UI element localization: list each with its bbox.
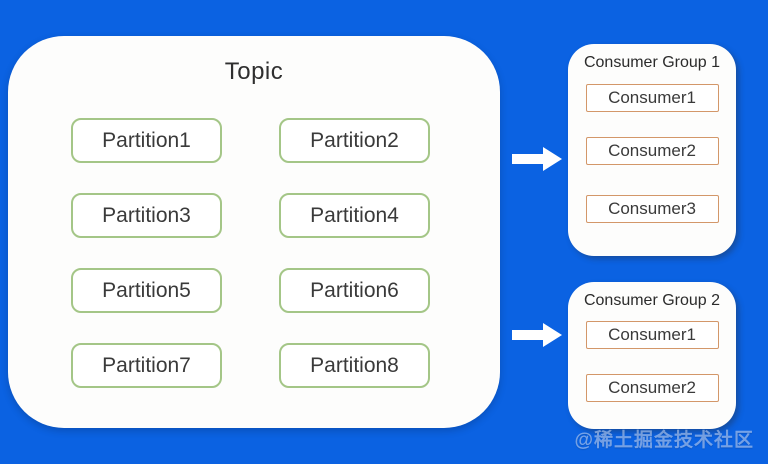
consumer-box: Consumer1 <box>585 84 719 112</box>
arrow-right-icon <box>512 147 562 171</box>
arrow-right-icon <box>512 323 562 347</box>
partition-box-3: Partition3 <box>71 193 222 238</box>
partition-box-8: Partition8 <box>279 343 430 388</box>
consumer-group-1-panel: Consumer Group 1 Consumer1 Consumer2 Con… <box>568 44 736 256</box>
partition-grid: Partition1 Partition2 Partition3 Partiti… <box>71 118 430 388</box>
partition-box-1: Partition1 <box>71 118 222 163</box>
topic-panel: Topic Partition1 Partition2 Partition3 P… <box>8 36 500 428</box>
partition-box-5: Partition5 <box>71 268 222 313</box>
consumer-group-1-title: Consumer Group 1 <box>583 54 721 71</box>
partition-box-2: Partition2 <box>279 118 430 163</box>
partition-box-4: Partition4 <box>279 193 430 238</box>
consumer-box: Consumer1 <box>585 321 719 349</box>
consumer-group-2-title: Consumer Group 2 <box>583 292 721 309</box>
consumer-group-2-panel: Consumer Group 2 Consumer1 Consumer2 <box>568 282 736 429</box>
topic-title: Topic <box>224 58 284 85</box>
consumer-box: Consumer3 <box>585 195 719 223</box>
watermark: @稀土掘金技术社区 <box>574 430 754 451</box>
partition-box-7: Partition7 <box>71 343 222 388</box>
consumer-box: Consumer2 <box>585 374 719 402</box>
consumer-box: Consumer2 <box>585 137 719 165</box>
partition-box-6: Partition6 <box>279 268 430 313</box>
